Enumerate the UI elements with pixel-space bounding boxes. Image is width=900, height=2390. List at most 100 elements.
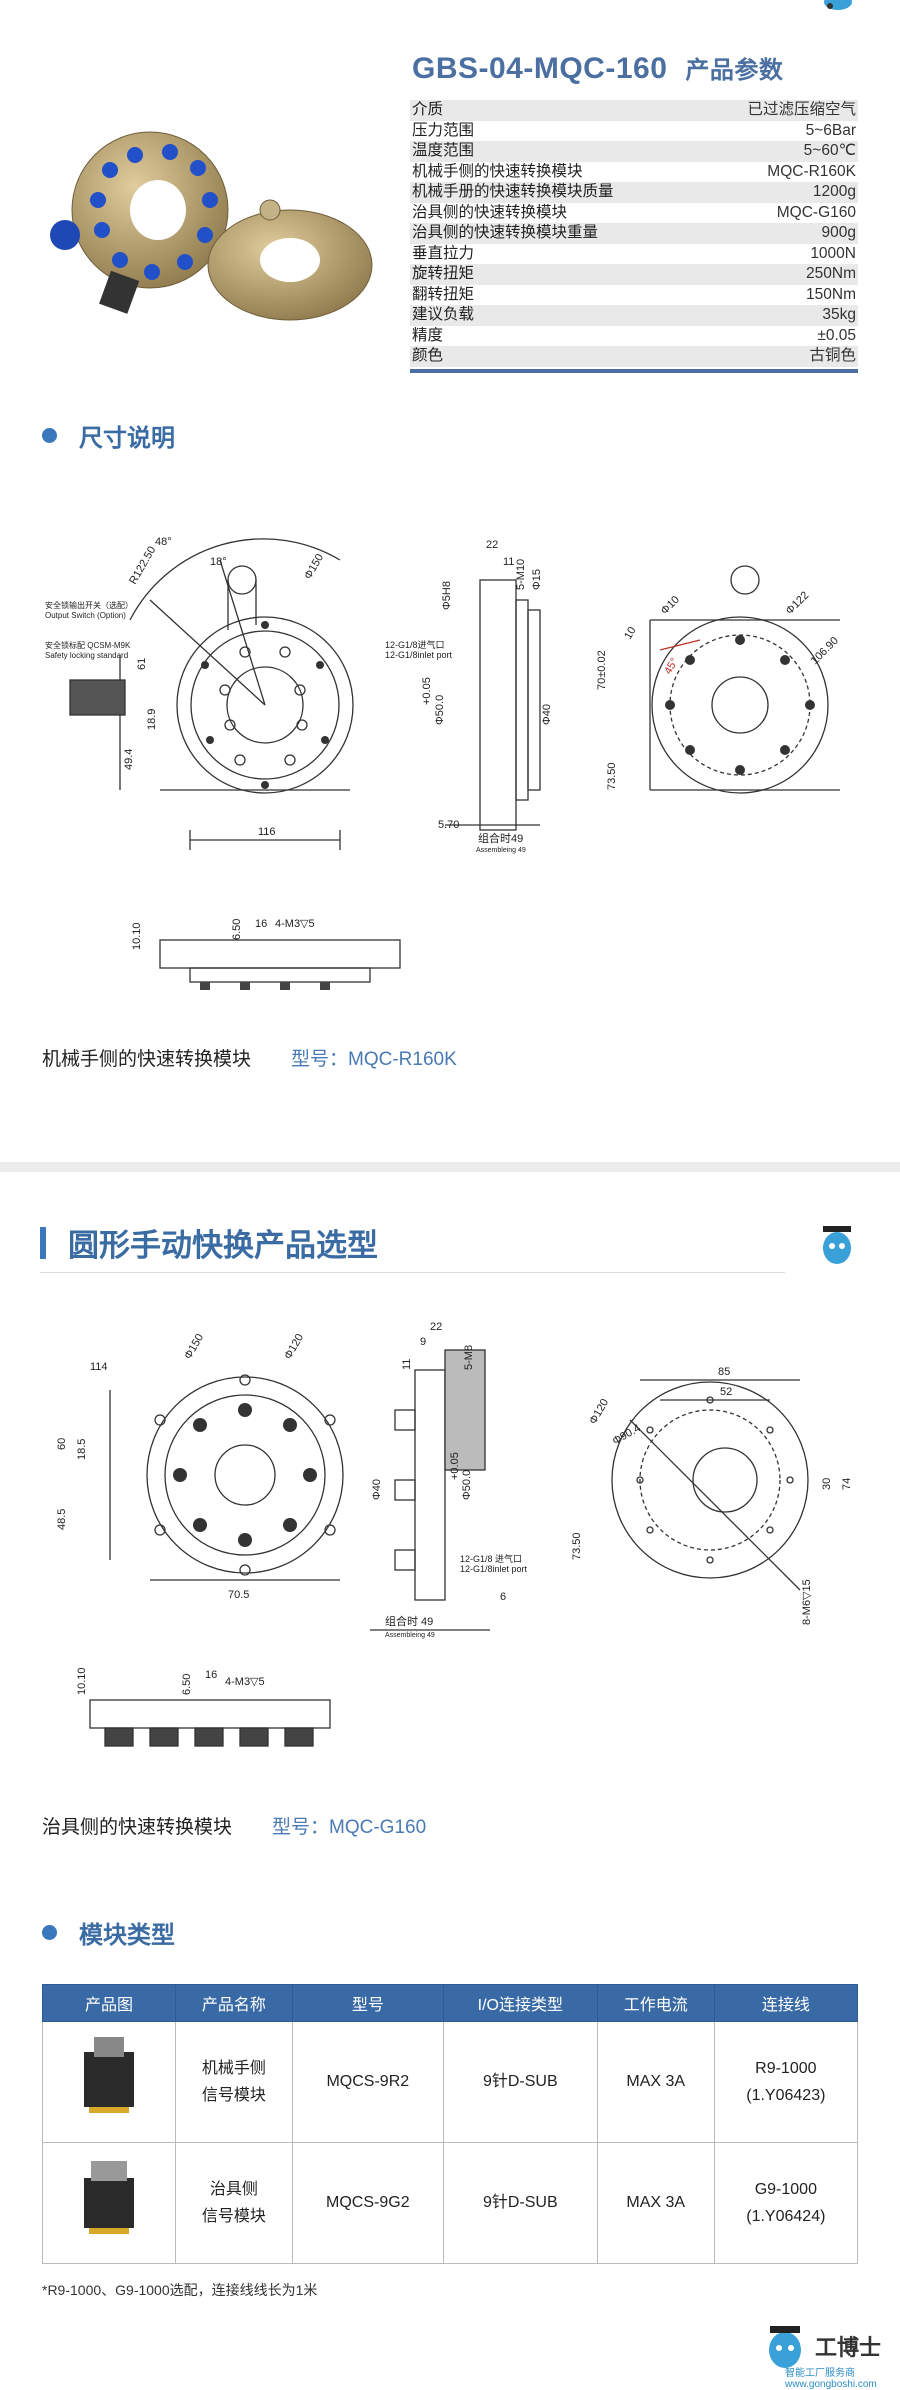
svg-text:Φ50.0: Φ50.0 [434,695,446,725]
brand-site: 智能工厂服务商 www.gongboshi.com [785,2368,877,2390]
svg-text:Output Switch (Option): Output Switch (Option) [45,611,126,620]
caption-robot-side: 机械手侧的快速转换模块型号：MQC-R160K [42,1049,457,1070]
table-header: 型号 [291,1984,444,2022]
svg-text:+0.05: +0.05 [449,1452,461,1480]
mascot-icon [824,0,852,10]
footnote: *R9-1000、G9-1000选配，连接线线长为1米 [42,2282,318,2298]
current-cell: MAX 3A [596,2142,715,2264]
svg-text:安全锁输出开关（选配）: 安全锁输出开关（选配） [45,600,133,610]
svg-text:18.5: 18.5 [76,1439,88,1460]
mascot-icon [823,1226,851,1264]
svg-text:48.5: 48.5 [56,1509,68,1530]
svg-text:Φ120: Φ120 [587,1397,611,1427]
svg-text:49.4: 49.4 [123,749,135,770]
svg-text:8-M6▽15: 8-M6▽15 [801,1579,813,1625]
product-photo [50,131,373,321]
svg-text:组合时49: 组合时49 [478,831,523,845]
product-image-cell [42,2021,176,2143]
svg-text:5-M10: 5-M10 [515,559,527,590]
svg-text:73.50: 73.50 [571,1532,583,1560]
svg-text:4-M3▽5: 4-M3▽5 [225,1676,265,1688]
svg-text:6.50: 6.50 [181,1674,193,1695]
spec-row: 介质已过滤压缩空气 [410,100,858,121]
svg-text:18.9: 18.9 [146,709,158,730]
section-heading-selection: 圆形手动快换产品选型 [40,1220,378,1265]
svg-text:12-G1/8进气口: 12-G1/8进气口 [385,639,445,650]
table-header: 产品名称 [175,1984,293,2022]
table-row: 机械手侧信号模块 MQCS-9R2 9针D-SUB MAX 3A R9-1000… [42,2021,859,2143]
svg-text:48°: 48° [155,536,172,548]
dimension-drawing-robot-side: 48° 18° R122.50 Φ150 安全锁输出开关（选配） Output … [45,536,841,990]
svg-text:Φ90.4: Φ90.4 [611,1422,643,1447]
current-cell: MAX 3A [596,2021,715,2143]
svg-text:61: 61 [136,658,148,670]
svg-text:70±0.02: 70±0.02 [596,650,608,690]
io-cell: 9针D-SUB [442,2021,598,2143]
product-name-cell: 机械手侧信号模块 [175,2021,293,2143]
svg-text:30: 30 [821,1478,833,1490]
io-cell: 9针D-SUB [442,2142,598,2264]
svg-text:114: 114 [90,1361,108,1373]
svg-text:安全锁标配 QCSM-M9K: 安全锁标配 QCSM-M9K [45,640,131,650]
svg-text:5.70: 5.70 [438,819,459,831]
spec-row: 精度±0.05 [412,326,856,344]
svg-text:73.50: 73.50 [606,762,618,790]
svg-text:16: 16 [205,1669,217,1681]
svg-text:5-M8: 5-M8 [463,1345,475,1370]
svg-text:6.50: 6.50 [231,919,243,940]
cable-cell: R9-1000(1.Y06423) [713,2021,859,2143]
product-image-cell [42,2142,176,2264]
product-name-cell: 治具侧信号模块 [175,2142,293,2264]
svg-text:Assembleing 49: Assembleing 49 [476,847,526,854]
table-header: I/O连接类型 [442,1984,598,2022]
dimension-drawing-tool-side: Φ150 Φ120 114 60 18.5 48.5 70.5 22 9 11 … [56,1321,853,1747]
svg-text:22: 22 [430,1321,442,1333]
svg-text:Φ15: Φ15 [531,569,543,590]
svg-text:106.90: 106.90 [809,635,841,667]
svg-text:52: 52 [720,1386,732,1398]
brand-logo-text: 工博士 [815,2335,882,2360]
svg-text:Φ50.0: Φ50.0 [461,1470,473,1500]
svg-text:Φ40: Φ40 [371,1479,383,1500]
connector-image [84,2037,134,2114]
connector-image [84,2161,134,2235]
svg-text:6: 6 [500,1591,506,1603]
table-header: 连接线 [713,1984,859,2022]
logo-icon [769,2326,801,2368]
svg-text:11: 11 [503,556,514,568]
svg-text:74: 74 [841,1478,853,1490]
model-cell: MQCS-9G2 [291,2142,444,2264]
svg-text:Φ5H8: Φ5H8 [441,581,453,610]
svg-text:Φ150: Φ150 [302,552,326,582]
svg-text:10.10: 10.10 [76,1667,88,1695]
svg-text:+0.05: +0.05 [421,677,433,705]
svg-text:70.5: 70.5 [228,1589,249,1601]
svg-text:组合时 49: 组合时 49 [385,1614,433,1628]
svg-text:Φ120: Φ120 [282,1332,306,1362]
svg-text:4-M3▽5: 4-M3▽5 [275,918,315,930]
caption-tool-side: 治具侧的快速转换模块型号：MQC-G160 [42,1817,427,1838]
svg-text:R122.50: R122.50 [127,544,158,586]
svg-text:12-G1/8inlet port: 12-G1/8inlet port [385,650,453,660]
svg-text:60: 60 [56,1438,68,1450]
heading-underline [40,1272,785,1273]
svg-text:Φ122: Φ122 [784,589,812,617]
svg-text:Safety locking standard: Safety locking standard [45,651,128,660]
svg-text:Assembleing 49: Assembleing 49 [385,1632,435,1639]
svg-text:12-G1/8inlet port: 12-G1/8inlet port [460,1564,528,1574]
svg-text:Φ150: Φ150 [182,1332,206,1362]
svg-text:116: 116 [258,826,276,838]
svg-text:9: 9 [420,1336,426,1348]
svg-text:10: 10 [622,625,639,642]
svg-text:85: 85 [718,1366,730,1378]
table-row: 治具侧信号模块 MQCS-9G2 9针D-SUB MAX 3A G9-1000(… [42,2142,859,2264]
